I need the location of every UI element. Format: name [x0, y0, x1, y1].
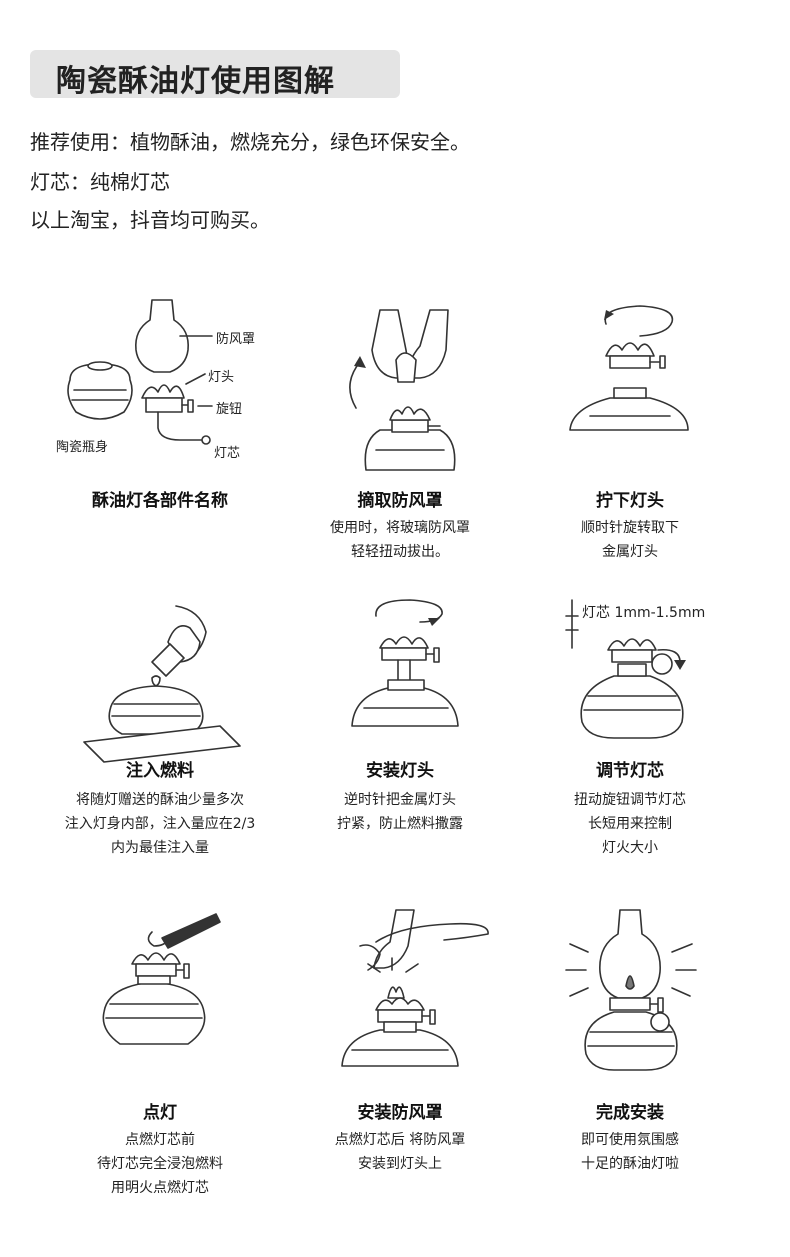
page-title: 陶瓷酥油灯使用图解: [56, 64, 335, 99]
complete-lamp-illustration: [510, 906, 750, 1106]
title-bar: 陶瓷酥油灯使用图解: [30, 50, 400, 99]
label-knob: 旋钮: [216, 402, 243, 417]
step-title: 注入燃料: [126, 761, 194, 781]
step-description: 扭动旋钮调节灯芯 长短用来控制 灯火大小: [574, 792, 686, 856]
label-wick: 灯芯: [214, 446, 241, 461]
step-title: 完成安装: [596, 1103, 664, 1123]
intro-fuel: 推荐使用：植物酥油，燃烧充分，绿色环保安全。: [30, 130, 470, 154]
step-description: 使用时，将玻璃防风罩 轻轻扭动拔出。: [330, 520, 470, 560]
step-title: 安装防风罩: [357, 1103, 443, 1123]
label-windshield: 防风罩: [216, 332, 256, 347]
unscrew-head-illustration: [510, 280, 750, 480]
wick-height-label: 灯芯 1mm-1.5mm: [582, 605, 706, 621]
step-title: 调节灯芯: [596, 761, 664, 781]
step-title: 摘取防风罩: [357, 491, 443, 511]
install-windshield-illustration: [280, 906, 520, 1106]
pour-fuel-illustration: [40, 592, 280, 792]
label-lamp-head: 灯头: [208, 370, 235, 385]
step-title: 安装灯头: [366, 761, 434, 781]
step-description: 逆时针把金属灯头 拧紧，防止燃料撒露: [337, 792, 463, 832]
step-title: 酥油灯各部件名称: [92, 491, 228, 511]
light-lamp-illustration: [40, 906, 280, 1106]
step-description: 点燃灯芯前 待灯芯完全浸泡燃料 用明火点燃灯芯: [97, 1132, 223, 1196]
remove-windshield-illustration: [280, 280, 520, 480]
step-description: 即可使用氛围感 十足的酥油灯啦: [581, 1132, 679, 1172]
intro-purchase: 以上淘宝，抖音均可购买。: [30, 208, 270, 232]
step-description: 顺时针旋转取下 金属灯头: [581, 520, 679, 560]
step-description: 点燃灯芯后 将防风罩 安装到灯头上: [334, 1132, 466, 1172]
step-title: 点灯: [143, 1103, 177, 1123]
step-description: 将随灯赠送的酥油少量多次 注入灯身内部，注入量应在2/3 内为最佳注入量: [64, 792, 256, 856]
parts-illustration: [40, 280, 280, 480]
step-title: 拧下灯头: [596, 491, 664, 511]
label-body: 陶瓷瓶身: [56, 440, 109, 455]
intro-wick: 灯芯：纯棉灯芯: [30, 170, 170, 194]
install-head-illustration: [280, 592, 520, 792]
adjust-wick-illustration: [510, 592, 750, 792]
